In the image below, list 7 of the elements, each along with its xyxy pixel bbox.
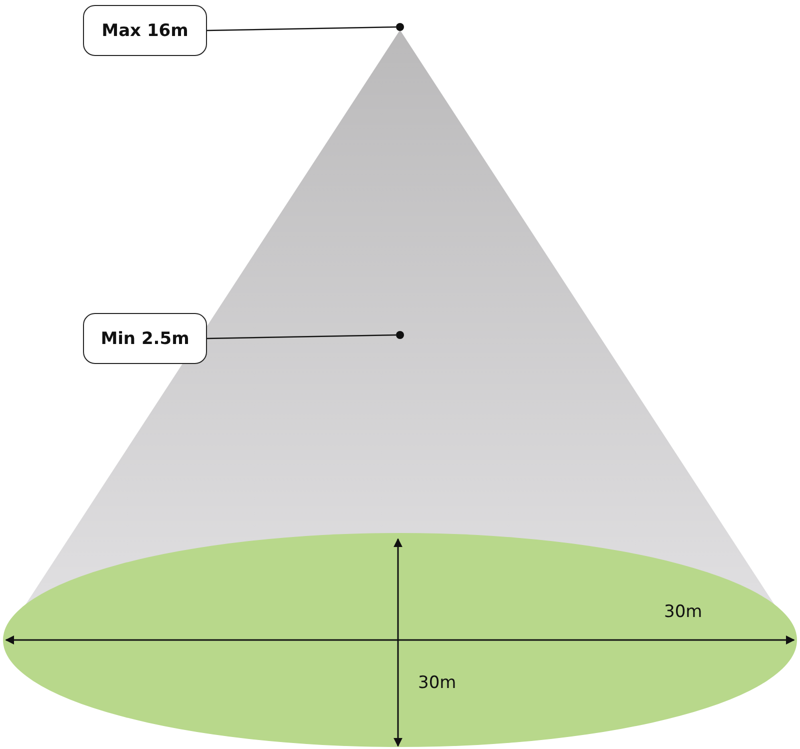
callout-box: Min 2.5m — [83, 313, 207, 364]
dimension-label: 30m — [418, 673, 456, 693]
leader-line — [206, 26, 396, 32]
dimension-label: 30m — [664, 602, 702, 622]
point-marker — [396, 23, 404, 31]
leader-line — [206, 334, 396, 340]
callout-box: Max 16m — [83, 5, 207, 56]
